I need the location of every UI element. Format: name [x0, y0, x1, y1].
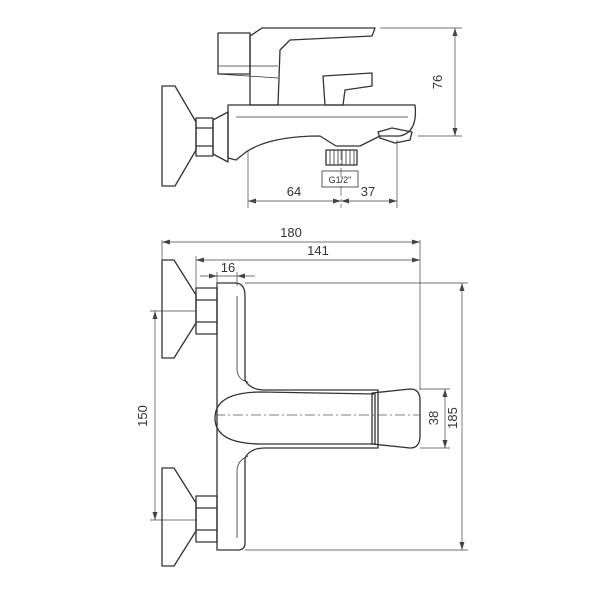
- front-lever: [214, 391, 376, 445]
- side-thread: [325, 149, 358, 166]
- dim-185: 185: [245, 282, 468, 551]
- side-view: 76 64 37 G1/2": [161, 27, 462, 208]
- thread-label-text: G1/2": [329, 175, 352, 185]
- front-view: 180 141 16 150 38: [135, 225, 468, 567]
- side-spout-end: [377, 127, 413, 144]
- side-connector: [212, 111, 229, 163]
- side-main-body: [227, 104, 417, 161]
- side-lever-base: [217, 65, 279, 79]
- dim-180: 180: [161, 225, 421, 390]
- dim-141-label: 141: [307, 243, 329, 258]
- lower-nut: [195, 495, 218, 543]
- dim-64-37: 64 37: [247, 140, 398, 208]
- thread-label: G1/2": [321, 170, 359, 188]
- dim-150-label: 150: [135, 405, 150, 427]
- upper-nut: [195, 287, 218, 335]
- dim-37-label: 37: [361, 184, 375, 199]
- lower-wall-flange: [161, 467, 197, 567]
- dim-64-label: 64: [287, 184, 301, 199]
- dim-150: 150: [135, 310, 196, 521]
- dim-16: 16: [200, 260, 255, 286]
- upper-wall-flange: [161, 259, 197, 359]
- front-spout: [371, 388, 421, 449]
- side-lever: [249, 27, 376, 106]
- dim-141: 141: [195, 243, 420, 290]
- dim-38: 38: [420, 388, 450, 449]
- dim-185-label: 185: [445, 407, 460, 429]
- dim-76: 76: [380, 27, 462, 137]
- side-cartridge-housing: [217, 32, 251, 75]
- front-body: [216, 282, 379, 551]
- dim-180-label: 180: [280, 225, 302, 240]
- front-body-inner: [236, 296, 249, 538]
- side-diverter-knob: [322, 72, 373, 106]
- dim-16-label: 16: [221, 260, 235, 275]
- side-wall-flange: [161, 85, 197, 187]
- dim-76-label: 76: [430, 75, 445, 89]
- dim-38-label: 38: [426, 411, 441, 425]
- side-nut: [195, 117, 214, 157]
